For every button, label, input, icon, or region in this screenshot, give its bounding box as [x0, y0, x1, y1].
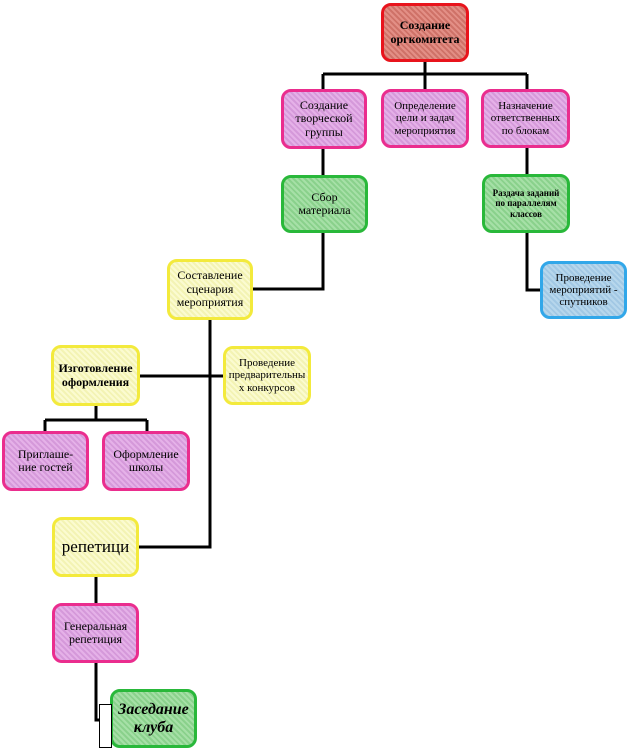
node-label: Сбор материала: [298, 189, 351, 217]
node-satellite-events: Проведение мероприятий - спутников: [540, 261, 627, 319]
connector-line: [525, 233, 541, 292]
connector-line: [251, 233, 325, 291]
node-label: Создание оргкомитета: [390, 18, 460, 46]
node-label: Определение цели и задач мероприятия: [394, 100, 456, 137]
selection-handle: [99, 704, 112, 748]
node-script: Составление сценария мероприятия: [167, 259, 253, 320]
node-rehearsals: репетици: [52, 517, 139, 577]
node-goals: Определение цели и задач мероприятия: [381, 89, 469, 148]
node-label: репетици: [61, 537, 130, 557]
node-prelim-contests: Проведение предварительны х конкурсов: [223, 346, 311, 405]
node-invite-guests: Приглаше-ние гостей: [2, 431, 89, 491]
node-label: Проведение предварительны х конкурсов: [228, 357, 306, 394]
node-responsible: Назначение ответственных по блокам: [481, 89, 570, 148]
node-label: Приглаше-ние гостей: [17, 446, 74, 474]
node-label: Изготовление оформления: [58, 361, 133, 389]
node-label: Раздача заданий по параллелям классов: [492, 188, 560, 219]
node-decor-making: Изготовление оформления: [51, 345, 140, 406]
node-orgcommittee: Создание оргкомитета: [381, 3, 469, 62]
node-label: Заседание клуба: [118, 700, 189, 736]
node-label: Составление сценария мероприятия: [176, 268, 244, 310]
node-collect: Сбор материала: [281, 175, 368, 233]
node-label: Назначение ответственных по блокам: [490, 100, 561, 137]
node-label: Оформление школы: [113, 446, 179, 474]
node-club-meeting: Заседание клуба: [110, 689, 197, 748]
node-label: Создание творческой группы: [295, 97, 353, 139]
connector-line: [139, 320, 212, 549]
node-label: Проведение мероприятий - спутников: [549, 271, 618, 309]
node-creative-group: Создание творческой группы: [281, 89, 367, 149]
node-general-rehearsal: Генеральная репетиция: [52, 603, 139, 663]
node-tasks-parallel: Раздача заданий по параллелям классов: [482, 174, 570, 233]
node-school-decor: Оформление школы: [102, 431, 190, 491]
node-label: Генеральная репетиция: [63, 618, 128, 646]
